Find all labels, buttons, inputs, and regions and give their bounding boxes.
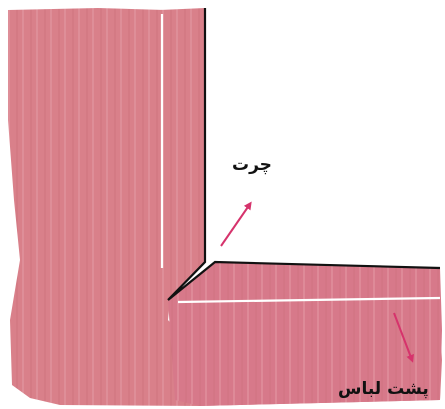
fabric-folded-vertical [160,8,205,300]
fold-line [167,8,441,301]
label-upper: چرت [232,155,272,175]
arrow-icon [393,312,414,363]
fabric-body [8,8,442,406]
crease-horizontal [177,296,441,304]
arrow-icon [220,201,252,247]
label-lower: پشت لباس [338,379,429,399]
